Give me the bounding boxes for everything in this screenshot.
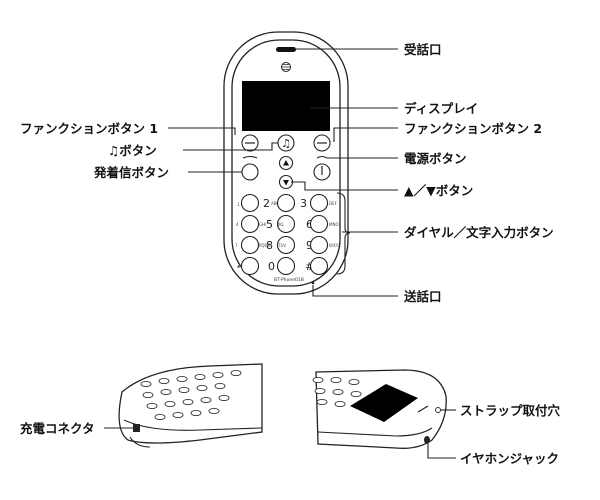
key-0[interactable]: 0 xyxy=(268,256,296,276)
svg-text:#: # xyxy=(305,260,314,273)
key-5[interactable]: GHI 5 JKL xyxy=(259,214,296,234)
label-strap: ストラップ取付穴 xyxy=(460,403,561,418)
model-name: BT-Phone01B xyxy=(274,277,304,283)
svg-text:DEF: DEF xyxy=(329,201,338,206)
power-handset-icon xyxy=(316,155,328,159)
key-8[interactable]: PQRS 8 TUV xyxy=(259,235,296,255)
key-hash[interactable]: # xyxy=(305,256,329,276)
brand-logo xyxy=(281,62,291,72)
svg-text:4: 4 xyxy=(236,222,239,227)
label-function-1: ファンクションボタン 1 xyxy=(20,121,158,136)
front-labels: 受話口 ディスプレイ ファンクションボタン 1 ファンクションボタン 2 ♫ボタ… xyxy=(20,42,554,304)
label-updown: ▲／▼ボタン xyxy=(404,183,473,198)
label-mouthpiece: 送話口 xyxy=(403,289,442,304)
svg-text:PQRS: PQRS xyxy=(259,243,270,248)
key-3[interactable]: 3 DEF xyxy=(300,193,338,213)
label-dial: ダイヤル／文字入力ボタン xyxy=(404,225,554,240)
label-function-2: ファンクションボタン 2 xyxy=(404,121,542,136)
front-leader-lines xyxy=(168,48,398,297)
key-4[interactable]: 4 xyxy=(236,214,260,234)
phone-side-left xyxy=(118,363,263,448)
earpiece-slot xyxy=(276,47,296,52)
dial-keypad: 1 2 ABC 3 DEF 4 GHI 5 JKL xyxy=(235,193,341,276)
strap-hole xyxy=(435,407,441,413)
svg-text:6: 6 xyxy=(306,218,313,231)
key-1[interactable]: 1 xyxy=(237,193,260,213)
side-earpiece xyxy=(417,405,429,413)
key-7[interactable]: 7 xyxy=(235,235,260,255)
label-display: ディスプレイ xyxy=(404,101,478,116)
key-9[interactable]: 9 WXYZ xyxy=(306,235,341,255)
label-call: 発着信ボタン xyxy=(93,165,169,180)
key-2[interactable]: 2 ABC xyxy=(263,193,296,213)
function-button-1[interactable] xyxy=(241,134,259,152)
power-button[interactable] xyxy=(313,155,331,181)
phone-front: ♫ 1 xyxy=(223,31,349,295)
svg-text:3: 3 xyxy=(300,197,307,210)
svg-text:WXYZ: WXYZ xyxy=(329,243,341,248)
svg-text:TUV: TUV xyxy=(277,243,286,248)
phone-side-right xyxy=(312,369,447,449)
down-arrow-icon xyxy=(283,180,289,186)
up-arrow-icon xyxy=(283,160,289,166)
down-button[interactable] xyxy=(278,174,294,190)
key-star[interactable]: ✱ xyxy=(237,256,260,276)
svg-text:✱: ✱ xyxy=(237,264,241,269)
handset-icon xyxy=(242,155,258,159)
svg-text:5: 5 xyxy=(266,218,273,231)
label-music: ♫ボタン xyxy=(108,143,157,158)
earphone-leader xyxy=(427,444,456,459)
charge-connector xyxy=(133,424,140,432)
side-display xyxy=(350,384,418,422)
svg-text:0: 0 xyxy=(268,260,275,273)
label-earpiece: 受話口 xyxy=(404,42,442,57)
keypad-bracket xyxy=(336,192,351,275)
key-6[interactable]: 6 MNO xyxy=(306,214,339,234)
svg-text:JKL: JKL xyxy=(277,222,285,227)
svg-text:GHI: GHI xyxy=(259,222,266,227)
display-screen xyxy=(242,81,330,131)
music-button[interactable]: ♫ xyxy=(277,134,295,152)
svg-text:7: 7 xyxy=(235,243,238,248)
svg-text:1: 1 xyxy=(237,202,240,207)
svg-text:MNO: MNO xyxy=(329,222,339,227)
label-charge: 充電コネクタ xyxy=(20,421,95,436)
up-button[interactable] xyxy=(278,155,294,171)
music-note-icon: ♫ xyxy=(281,137,291,150)
earphone-jack xyxy=(424,436,430,444)
function-button-2[interactable] xyxy=(313,134,331,152)
mouthpiece-hole xyxy=(311,281,315,285)
svg-text:ABC: ABC xyxy=(271,201,279,206)
svg-text:9: 9 xyxy=(306,239,313,252)
label-power: 電源ボタン xyxy=(404,151,467,166)
svg-text:8: 8 xyxy=(266,239,273,252)
label-earphone: イヤホンジャック xyxy=(460,451,559,466)
svg-text:2: 2 xyxy=(263,197,270,210)
